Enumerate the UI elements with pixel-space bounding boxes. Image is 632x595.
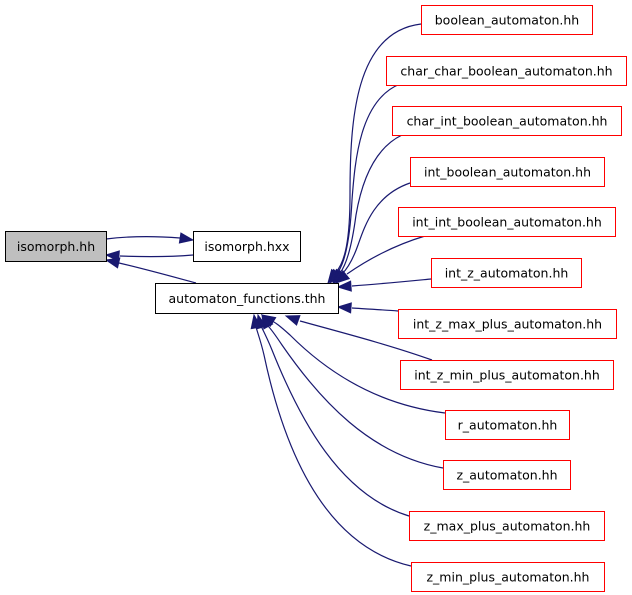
node-box[interactable] — [400, 360, 614, 390]
edge-line — [339, 134, 403, 274]
node-box[interactable] — [386, 56, 627, 86]
edge-automaton_functions_thh-to-isomorph_hh — [104, 257, 197, 284]
node-box[interactable] — [155, 283, 339, 314]
node-label: isomorph.hxx — [204, 239, 289, 254]
arrowhead-icon — [334, 270, 351, 284]
node-box[interactable] — [445, 410, 570, 440]
node-label: automaton_functions.thh — [169, 291, 326, 306]
node-label: int_z_max_plus_automaton.hh — [413, 317, 602, 332]
edge-line — [255, 326, 412, 567]
node-label: int_z_min_plus_automaton.hh — [414, 368, 600, 383]
node-label: r_automaton.hh — [458, 418, 558, 433]
node-z-automaton-hh[interactable]: z_automaton.hh — [443, 460, 571, 490]
node-label: z_max_plus_automaton.hh — [424, 519, 591, 534]
edge-line — [267, 325, 444, 469]
node-label: isomorph.hh — [17, 239, 95, 254]
edge-char_char_boolean_automaton_hh-to-automaton_functions_thh — [329, 83, 401, 285]
node-box[interactable] — [5, 231, 107, 262]
edges-layer — [104, 23, 446, 567]
node-char-char-boolean-automaton-hh[interactable]: char_char_boolean_automaton.hh — [386, 56, 627, 86]
node-int-boolean-automaton-hh[interactable]: int_boolean_automaton.hh — [410, 157, 605, 187]
node-isomorph-hxx[interactable]: isomorph.hxx — [193, 231, 301, 262]
edge-int_z_min_plus_automaton_hh-to-automaton_functions_thh — [284, 315, 433, 361]
node-box[interactable] — [431, 258, 582, 288]
node-box[interactable] — [193, 231, 301, 262]
node-box[interactable] — [392, 106, 622, 136]
node-label: int_z_automaton.hh — [445, 266, 569, 281]
node-label: int_boolean_automaton.hh — [424, 165, 591, 180]
node-r-automaton-hh[interactable]: r_automaton.hh — [445, 410, 570, 440]
edge-line — [337, 83, 401, 273]
node-box[interactable] — [409, 511, 605, 541]
node-int-z-max-plus-automaton-hh[interactable]: int_z_max_plus_automaton.hh — [398, 309, 617, 339]
edge-line — [351, 307, 399, 312]
nodes-layer: isomorph.hh isomorph.hxx automaton_functio… — [5, 5, 627, 592]
node-label: int_int_boolean_automaton.hh — [412, 215, 602, 230]
edge-line — [105, 236, 181, 240]
edge-line — [269, 319, 446, 414]
node-label: boolean_automaton.hh — [435, 13, 579, 28]
node-z-max-plus-automaton-hh[interactable]: z_max_plus_automaton.hh — [409, 511, 605, 541]
node-z-min-plus-automaton-hh[interactable]: z_min_plus_automaton.hh — [411, 562, 605, 592]
node-label: z_min_plus_automaton.hh — [427, 570, 590, 585]
node-box[interactable] — [398, 309, 617, 339]
node-isomorph-hh[interactable]: isomorph.hh — [5, 231, 107, 262]
node-int-z-min-plus-automaton-hh[interactable]: int_z_min_plus_automaton.hh — [400, 360, 614, 390]
edge-line — [351, 278, 432, 287]
arrowhead-icon — [178, 232, 195, 244]
edge-int_z_max_plus_automaton_hh-to-automaton_functions_thh — [336, 302, 399, 314]
node-label: char_int_boolean_automaton.hh — [407, 114, 608, 129]
node-char-int-boolean-automaton-hh[interactable]: char_int_boolean_automaton.hh — [392, 106, 622, 136]
arrowhead-icon — [336, 280, 352, 292]
node-label: char_char_boolean_automaton.hh — [400, 64, 612, 79]
arrowhead-icon — [284, 315, 301, 326]
edge-line — [119, 254, 194, 258]
arrowhead-icon — [250, 313, 262, 330]
node-label: z_automaton.hh — [456, 468, 557, 483]
node-automaton-functions-thh[interactable]: automaton_functions.thh — [155, 283, 339, 314]
arrowhead-icon — [336, 302, 352, 314]
edge-int_z_automaton_hh-to-automaton_functions_thh — [336, 278, 432, 292]
node-box[interactable] — [443, 460, 571, 490]
node-box[interactable] — [398, 207, 616, 237]
node-int-int-boolean-automaton-hh[interactable]: int_int_boolean_automaton.hh — [398, 207, 616, 237]
node-boolean-automaton-hh[interactable]: boolean_automaton.hh — [421, 5, 593, 35]
edge-line — [260, 325, 410, 517]
node-box[interactable] — [410, 157, 605, 187]
node-box[interactable] — [421, 5, 593, 35]
edge-int_int_boolean_automaton_hh-to-automaton_functions_thh — [334, 235, 426, 284]
edge-line — [341, 182, 411, 275]
node-int-z-automaton-hh[interactable]: int_z_automaton.hh — [431, 258, 582, 288]
edge-line — [299, 320, 433, 361]
edge-line — [118, 262, 197, 284]
node-box[interactable] — [411, 562, 605, 592]
arrowhead-icon — [104, 257, 121, 269]
edge-line — [346, 235, 426, 275]
edge-z_min_plus_automaton_hh-to-automaton_functions_thh — [250, 313, 412, 567]
edge-line — [335, 23, 422, 273]
edge-isomorph_hh-to-isomorph_hxx — [105, 232, 195, 244]
